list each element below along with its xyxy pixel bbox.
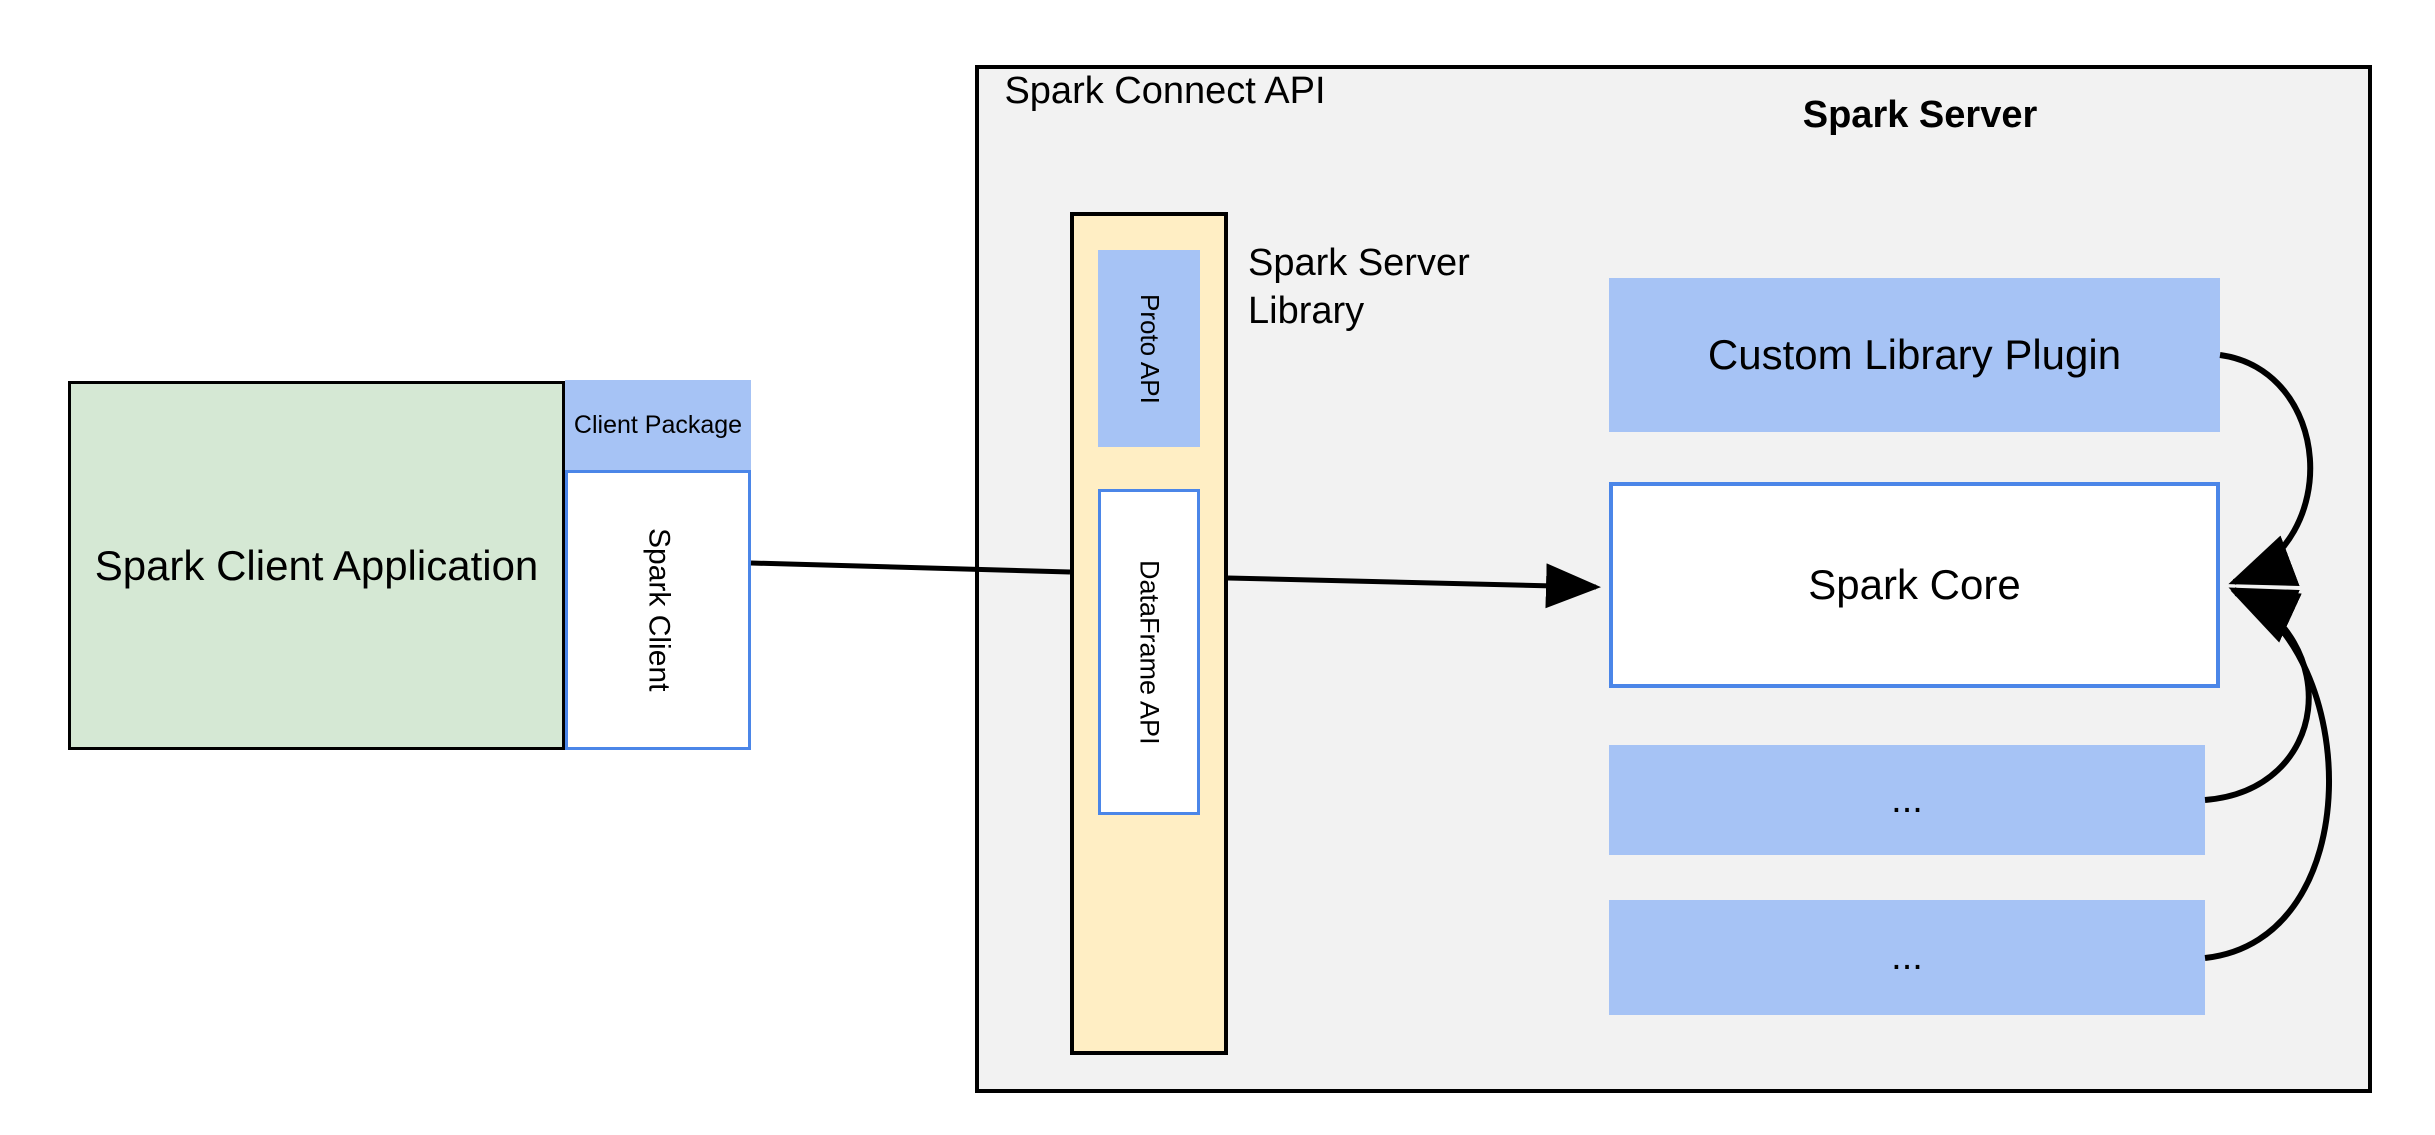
spark-core-box[interactable]: Spark Core (1609, 482, 2220, 688)
dataframe-api-label: DataFrame API (1134, 559, 1165, 745)
server-component-ellipsis-1[interactable]: ... (1609, 745, 2205, 855)
dataframe-api-box[interactable]: DataFrame API (1098, 489, 1200, 815)
proto-api-box[interactable]: Proto API (1098, 250, 1200, 447)
spark-client-label: Spark Client (642, 528, 676, 692)
spark-connect-api-label: Spark Connect API (1004, 70, 1326, 112)
spark-server-library-label: Spark Server Library (1248, 242, 1470, 332)
spark-client-box[interactable]: Spark Client (565, 470, 751, 750)
spark-client-application-box[interactable]: Spark Client Application (68, 381, 565, 750)
server-component-ellipsis-2[interactable]: ... (1609, 900, 2205, 1015)
client-package-box[interactable]: Client Package (565, 380, 751, 470)
custom-library-plugin-box[interactable]: Custom Library Plugin (1609, 278, 2220, 432)
spark-server-title: Spark Server (1802, 94, 2038, 136)
proto-api-label: Proto API (1134, 293, 1165, 404)
